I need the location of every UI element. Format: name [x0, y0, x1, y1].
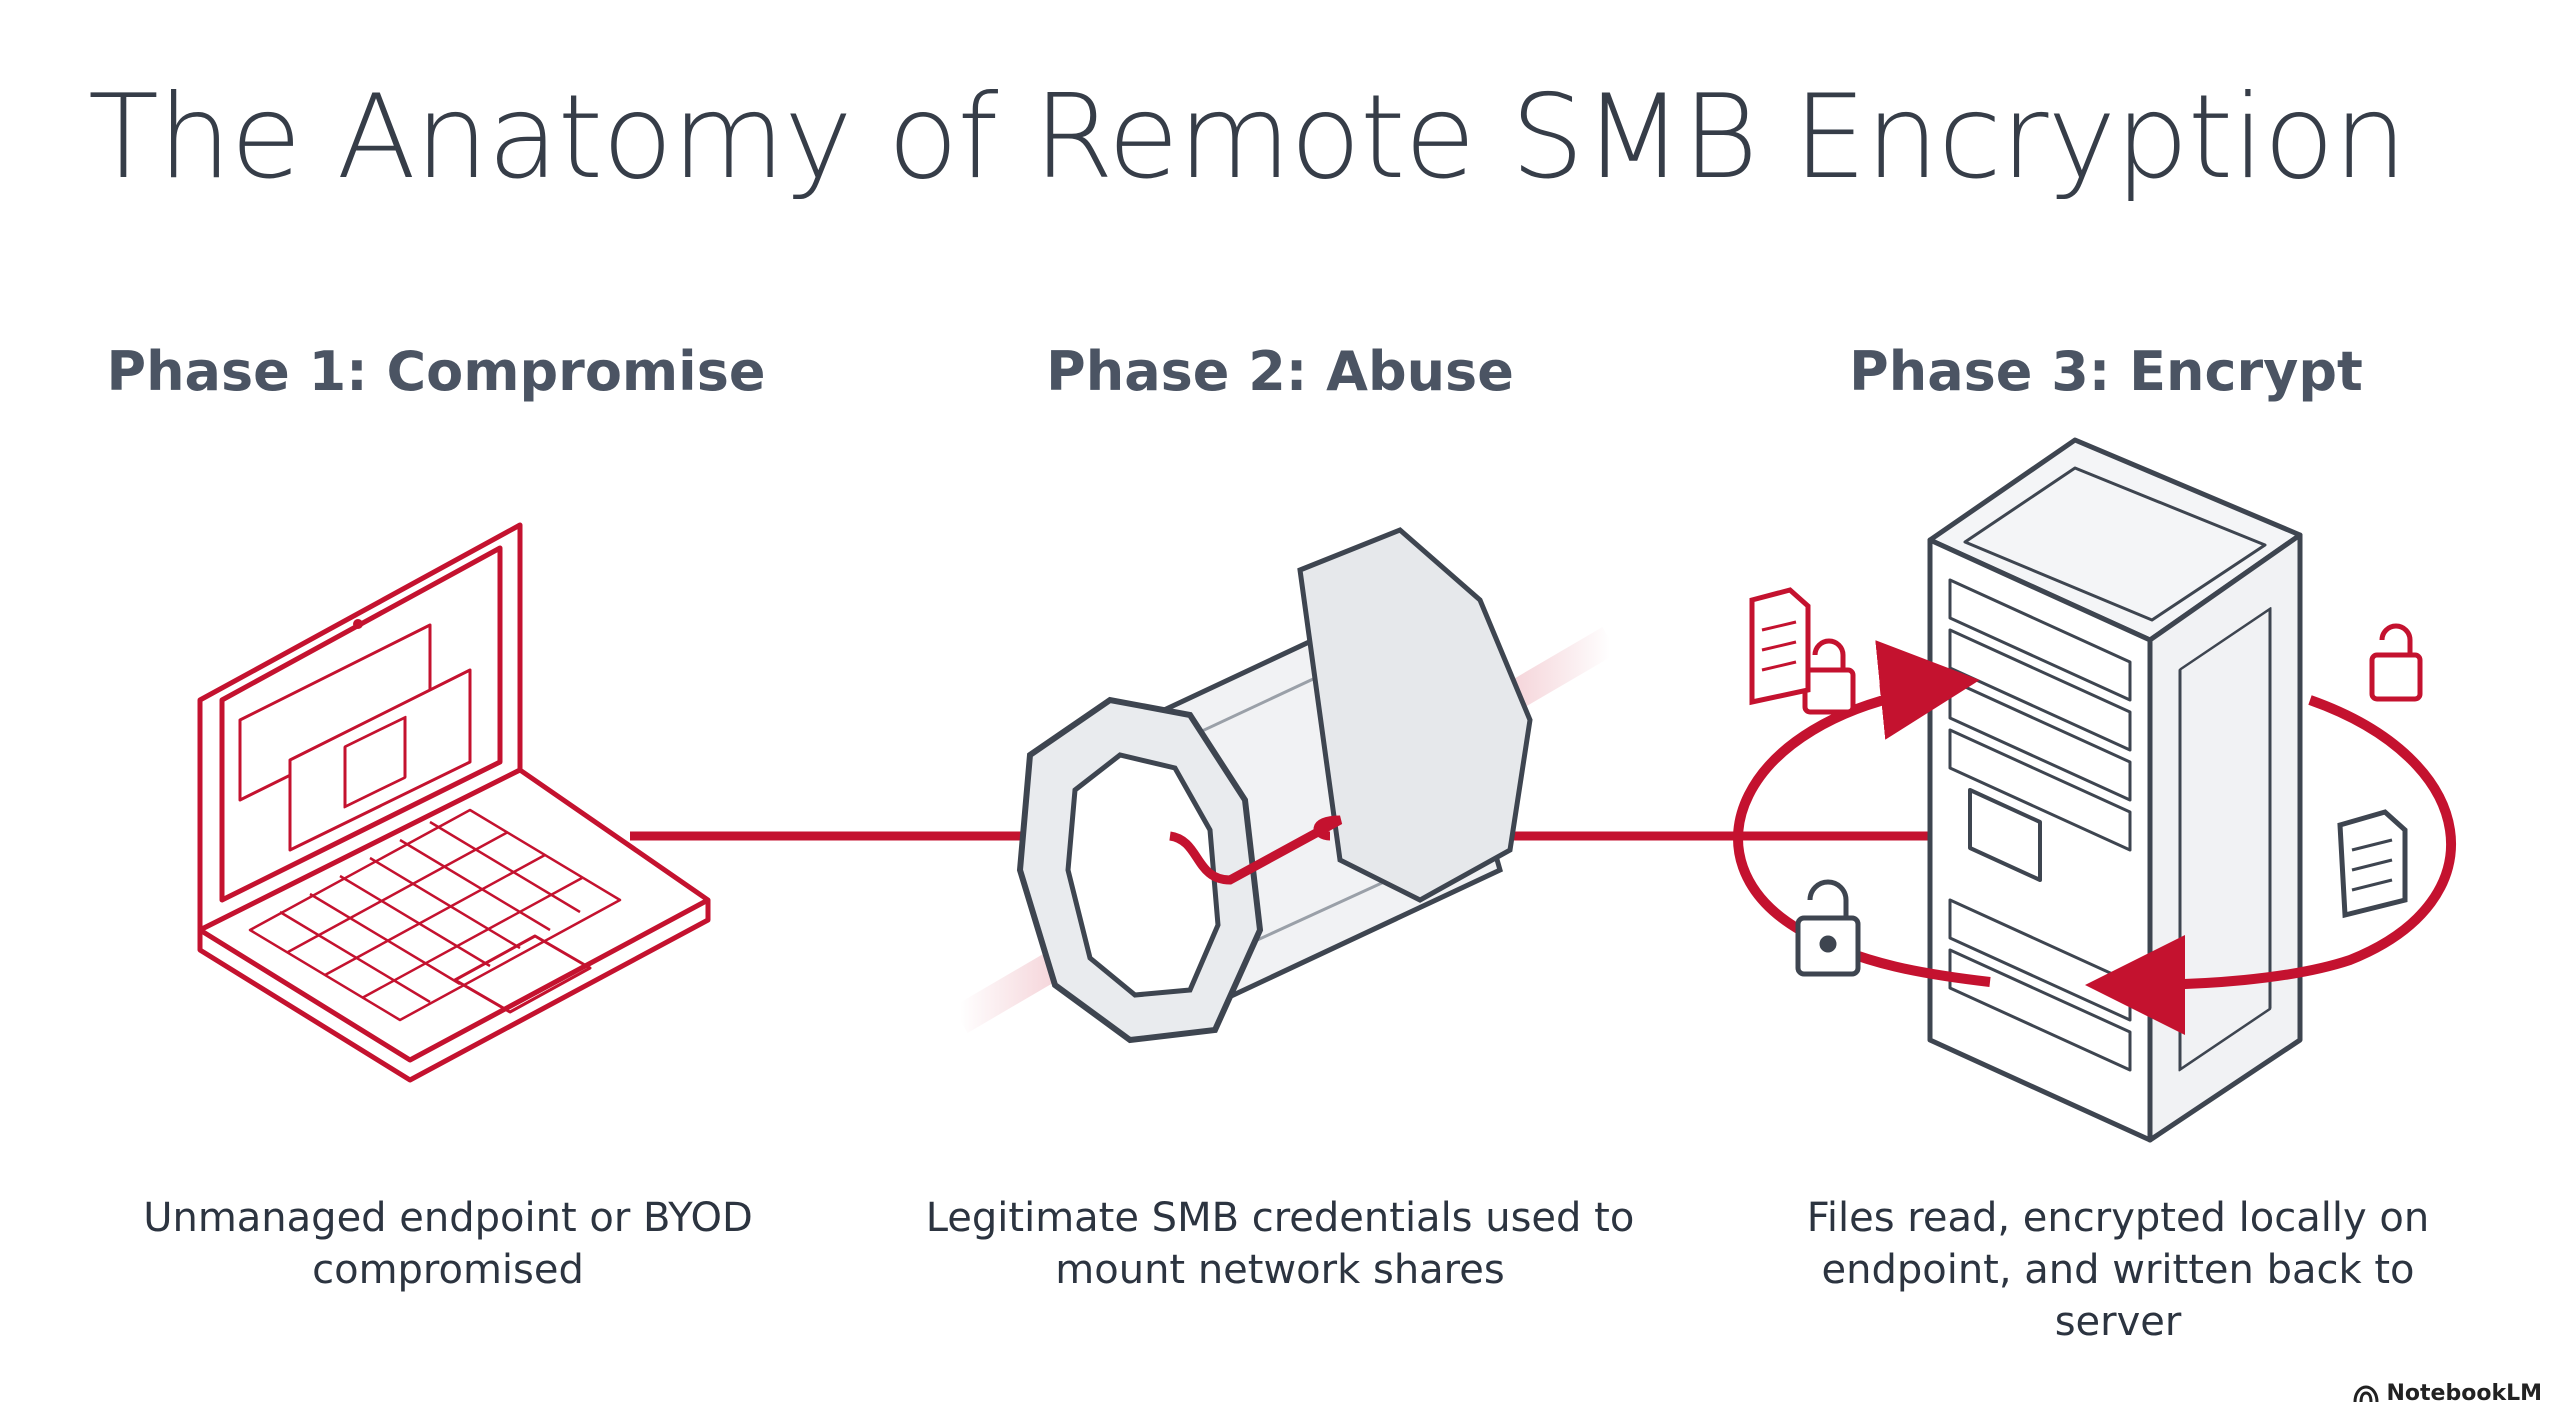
phase-2-caption: Legitimate SMB credentials used to mount…	[925, 1195, 1635, 1293]
lock-icon	[1795, 879, 1861, 977]
lock-icon	[1802, 638, 1856, 715]
brand-watermark: NotebookLM	[2353, 1381, 2542, 1406]
notebooklm-logo-icon	[2353, 1384, 2379, 1402]
document-icon	[2337, 809, 2408, 919]
smb-tunnel-icon	[952, 527, 1618, 1044]
server-rack-icon	[1927, 437, 2303, 1143]
encryption-loop-arrow	[1733, 640, 2457, 1035]
laptop-icon	[197, 522, 711, 1083]
phase-1-caption: Unmanaged endpoint or BYOD compromised	[143, 1195, 753, 1293]
lock-icon	[2369, 623, 2423, 702]
phase-1-heading: Phase 1: Compromise	[106, 340, 766, 403]
phase-2-heading: Phase 2: Abuse	[1046, 340, 1514, 403]
brand-name: NotebookLM	[2386, 1381, 2542, 1406]
phase-3-caption: Files read, encrypted locally on endpoin…	[1806, 1195, 2430, 1345]
document-icon	[1749, 587, 1811, 706]
page-title: The Anatomy of Remote SMB Encryption	[88, 70, 2407, 205]
phase-3-heading: Phase 3: Encrypt	[1849, 340, 2363, 403]
